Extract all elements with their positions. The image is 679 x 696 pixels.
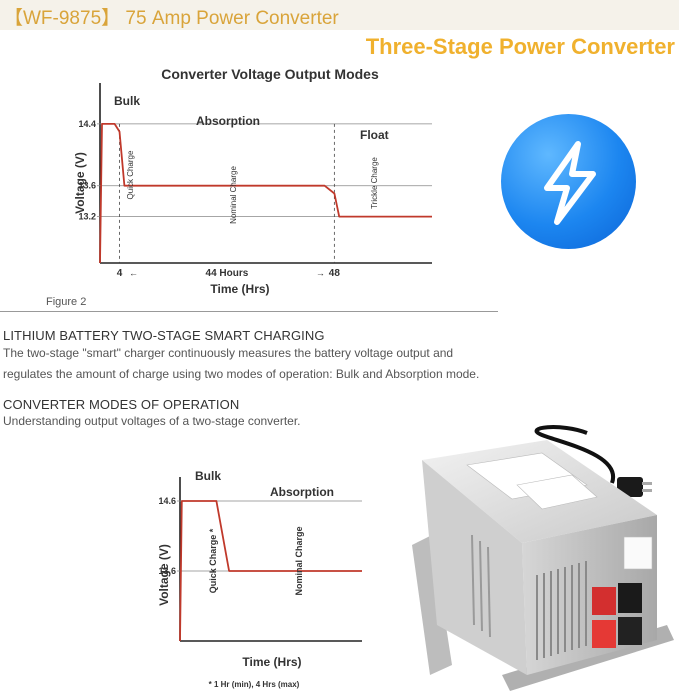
banner-title: Three-Stage Power Converter (365, 34, 675, 59)
phase-label: Bulk (114, 94, 140, 108)
span-arrow-left: ← (129, 268, 138, 278)
y-tick-label: 13.6 (158, 566, 176, 576)
y-tick-label: 13.6 (78, 181, 96, 191)
x-axis-label: Time (Hrs) (210, 282, 269, 296)
region-label: Nominal Charge (294, 526, 304, 595)
chart-voltage-modes: Converter Voltage Output Modes 13.2 13.6 14… (0, 55, 500, 315)
phase-label: Float (360, 128, 389, 142)
region-label: Trickle Charge (370, 157, 379, 209)
phase-label: Absorption (270, 485, 334, 499)
phase-label: Bulk (195, 469, 221, 483)
region-label: Quick Charge (126, 150, 135, 199)
x-tick-label: 4 (117, 268, 123, 279)
lightning-badge (501, 114, 636, 249)
chart1-svg: Converter Voltage Output Modes 13.2 13.6 14… (73, 66, 432, 296)
header-band (0, 0, 679, 30)
y-axis-label: Voltage (V) (157, 544, 171, 606)
x-axis-label: Time (Hrs) (242, 655, 301, 669)
power-converter-illustration (412, 425, 674, 691)
y-axis-label: Voltage (V) (73, 152, 87, 214)
series-line (179, 500, 362, 642)
section1-body: The two-stage "smart" charger continuous… (3, 343, 503, 385)
section1-line1: The two-stage "smart" charger continuous… (3, 346, 454, 360)
figure-caption: Figure 2 (46, 296, 87, 308)
chart-title: Converter Voltage Output Modes (161, 66, 379, 82)
model-number: 【WF-9875】 (4, 8, 121, 29)
divider (0, 311, 498, 312)
section1-heading: LITHIUM BATTERY TWO-STAGE SMART CHARGING (3, 328, 325, 343)
series-line (99, 123, 432, 264)
region-label: Nominal Charge (229, 166, 238, 224)
product-image (412, 425, 679, 691)
section1-line2: regulates the amount of charge using two… (3, 367, 480, 381)
span-label: 44 Hours (206, 268, 249, 279)
page-title: 【WF-9875】 75 Amp Power Converter (4, 3, 339, 30)
phase-label: Absorption (196, 114, 260, 128)
lightning-bolt-icon (544, 141, 596, 225)
y-tick-label: 14.6 (158, 496, 176, 506)
chart-footnote: * 1 Hr (min), 4 Hrs (max) (209, 680, 300, 689)
section2-heading: CONVERTER MODES OF OPERATION (3, 397, 240, 412)
region-label: Quick Charge * (208, 528, 218, 593)
section2-body: Understanding output voltages of a two-s… (3, 414, 301, 428)
y-tick-label: 13.2 (78, 212, 96, 222)
y-tick-label: 14.4 (78, 119, 96, 129)
span-arrow-right: → (316, 268, 325, 278)
product-name: 75 Amp Power Converter (125, 8, 339, 29)
x-tick-label: 48 (329, 268, 341, 279)
